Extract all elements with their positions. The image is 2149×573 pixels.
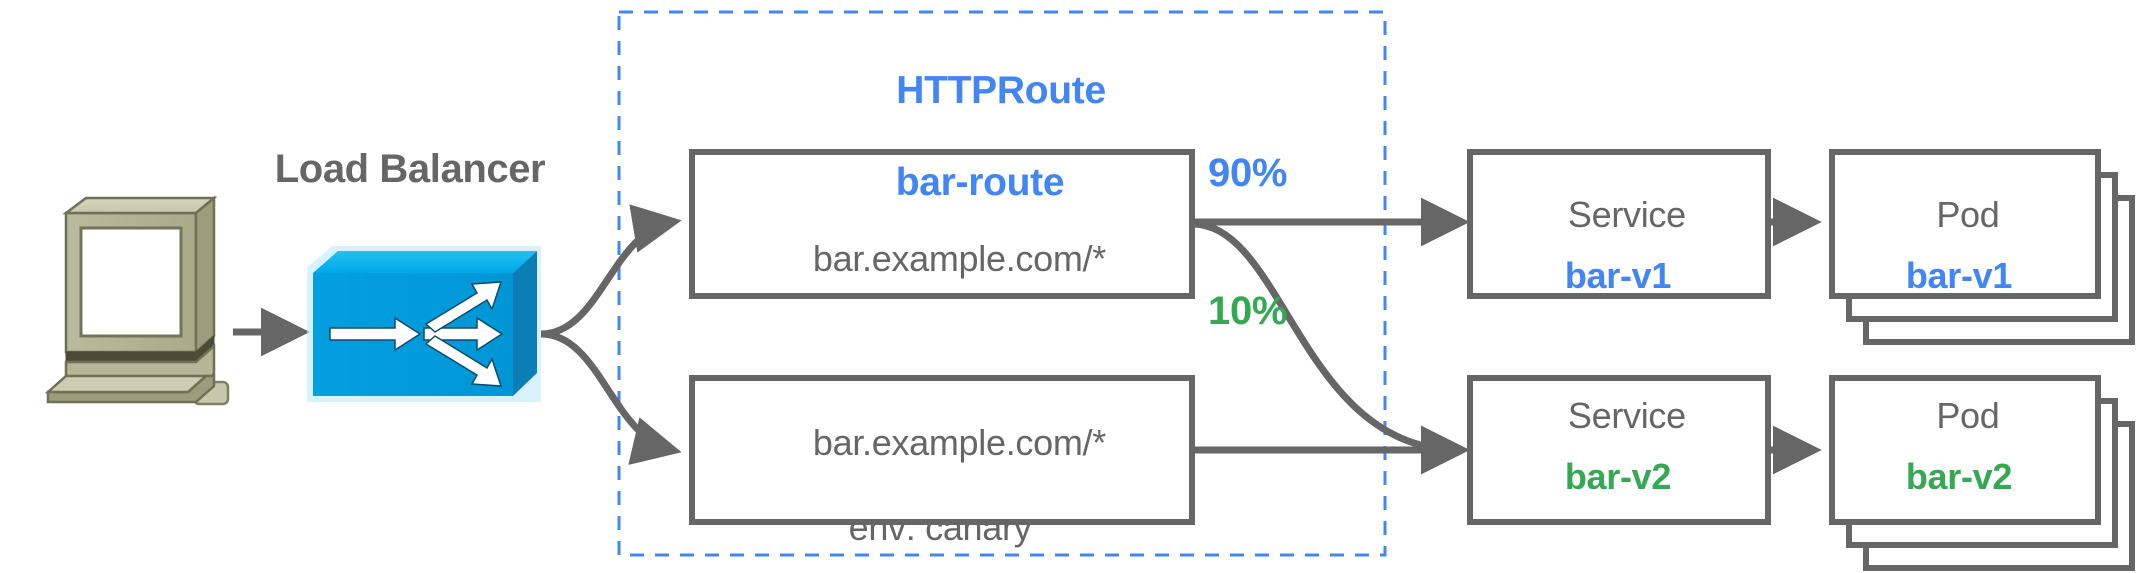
httproute-name: bar-route: [895, 161, 1065, 205]
rule-box-2[interactable]: [689, 375, 1195, 525]
service-kind-v1: Service: [1567, 193, 1686, 235]
httproute-title: HTTPRoute bar-route: [770, 22, 1190, 298]
desktop-computer-icon: [44, 195, 230, 406]
service-box-bar-v1[interactable]: [1467, 149, 1771, 299]
pod-stack-bar-v2[interactable]: [1829, 375, 2135, 571]
connector-lb-to-rules: [540, 204, 682, 465]
pod-name-v1: bar-v1: [1905, 255, 2013, 297]
network-switch-icon: [307, 246, 541, 402]
pod-stack-bar-v1[interactable]: [1829, 149, 2135, 345]
rule-2-extra: env: canary: [848, 507, 1032, 549]
service-name-v2: bar-v2: [1564, 456, 1672, 498]
service-kind-v2: Service: [1567, 394, 1686, 436]
service-box-bar-v2[interactable]: [1467, 375, 1771, 525]
service-bar-v2-label: Service bar-v2: [1468, 376, 1768, 536]
service-bar-v1-label: Service bar-v1: [1468, 175, 1768, 335]
pod-name-v2: bar-v2: [1905, 456, 2013, 498]
httproute-kind: HTTPRoute: [896, 69, 1106, 113]
pod-kind-v2: Pod: [1936, 394, 2000, 436]
rule-2-label: bar.example.com/* env: canary: [690, 380, 1190, 573]
pod-kind-v1: Pod: [1936, 193, 2000, 235]
httproute-container: [617, 10, 1387, 557]
rule-1-label: bar.example.com/*: [690, 196, 1190, 323]
service-name-v1: bar-v1: [1564, 255, 1672, 297]
rule-2-match: bar.example.com/*: [812, 422, 1106, 464]
pod-bar-v2-label: Pod bar-v2: [1824, 376, 2094, 536]
rule-1-match: bar.example.com/*: [812, 238, 1106, 280]
connector-rule1-to-service-v2: [1191, 220, 1470, 475]
load-balancer-label: Load Balancer: [274, 147, 546, 191]
weight-label-90: 90%: [1208, 151, 1288, 195]
pod-bar-v1-label: Pod bar-v1: [1824, 175, 2094, 335]
weight-label-10: 10%: [1208, 289, 1288, 333]
